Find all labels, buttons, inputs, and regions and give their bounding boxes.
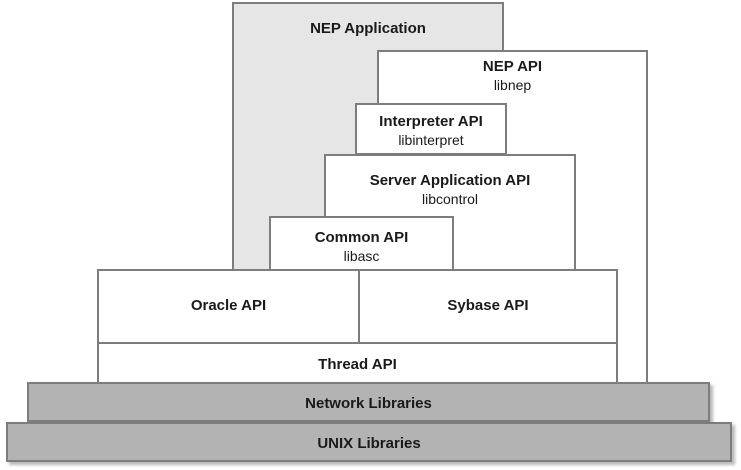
oracle-api-block: Oracle API (97, 269, 360, 344)
nep-api-library-label: libnep (493, 77, 532, 93)
network-libraries-label: Network Libraries (305, 395, 432, 412)
server-application-api-label: Server Application API (369, 172, 531, 189)
interpreter-api-label: Interpreter API (379, 113, 483, 130)
oracle-api-label: Oracle API (190, 297, 267, 314)
network-libraries-block: Network Libraries (27, 382, 710, 422)
unix-libraries-block: UNIX Libraries (6, 422, 732, 462)
nep-api-label: NEP API (482, 58, 543, 75)
sybase-api-block: Sybase API (358, 269, 618, 344)
thread-api-block: Thread API (97, 342, 618, 384)
nep-application-label: NEP Application (310, 20, 426, 37)
unix-libraries-label: UNIX Libraries (317, 435, 421, 452)
interpreter-api-block: Interpreter API libinterpret (355, 103, 507, 155)
common-api-label: Common API (314, 229, 409, 246)
common-api-block: Common API libasc (269, 216, 454, 272)
sybase-api-label: Sybase API (447, 297, 529, 314)
server-application-api-library-label: libcontrol (421, 191, 479, 207)
common-api-library-label: libasc (343, 248, 380, 264)
interpreter-api-library-label: libinterpret (398, 132, 464, 148)
thread-api-label: Thread API (318, 356, 397, 373)
